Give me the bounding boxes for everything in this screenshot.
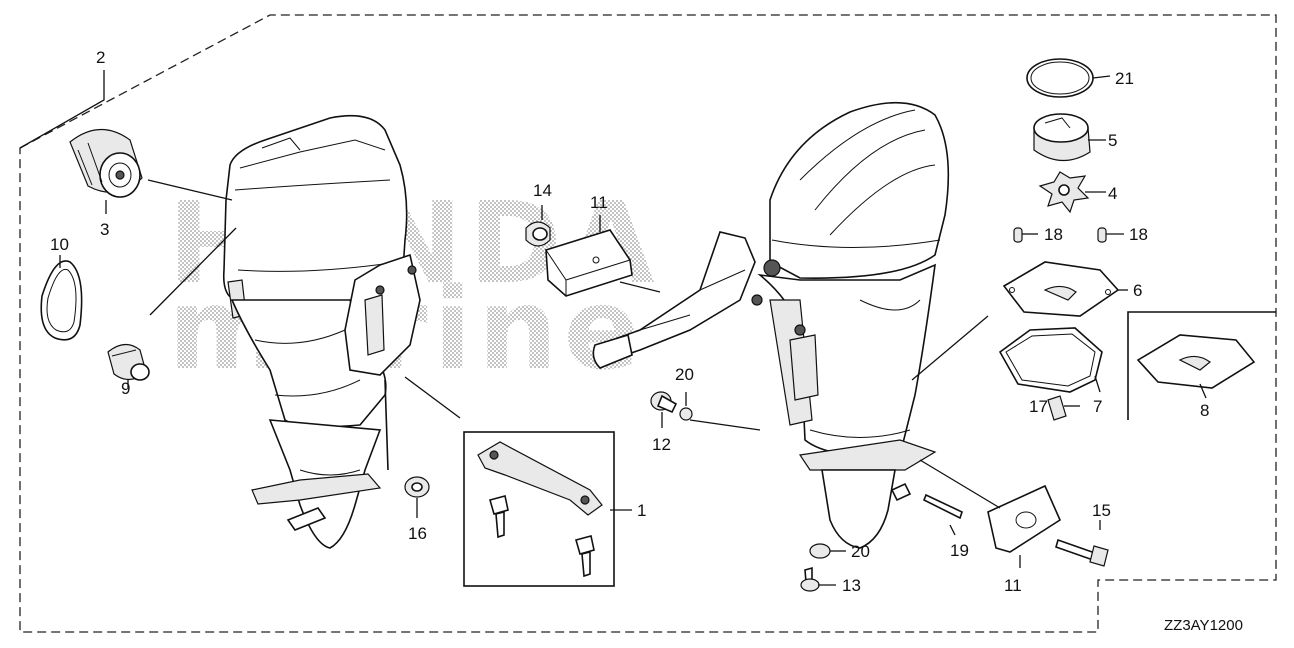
- callout-18-right: 18: [1129, 225, 1148, 244]
- bolt-15: [1055, 538, 1109, 567]
- key-18-left: [1013, 227, 1023, 243]
- callout-8: 8: [1200, 401, 1209, 420]
- callout-20-lower: 20: [851, 542, 870, 561]
- kit-bracket-8: [1127, 311, 1276, 420]
- dashed-frame: [19, 14, 1277, 633]
- bolt-12: [650, 391, 678, 414]
- gasket: [998, 327, 1103, 393]
- impeller-housing: [1033, 113, 1091, 162]
- grommet: [525, 221, 551, 247]
- callout-13: 13: [842, 576, 861, 595]
- key-18-right: [1097, 227, 1107, 243]
- impeller: [1038, 171, 1090, 214]
- leader-lines: [19, 70, 1207, 586]
- washer-20-lower: [809, 543, 831, 559]
- callout-4: 4: [1108, 184, 1117, 203]
- outboard-motor-right: [592, 101, 950, 549]
- callout-17: 17: [1029, 397, 1048, 416]
- clip-17: [1047, 395, 1067, 421]
- wear-plate: [1002, 261, 1120, 317]
- callout-18-left: 18: [1044, 225, 1063, 244]
- bracket-kit: [477, 441, 603, 578]
- callout-7: 7: [1093, 397, 1102, 416]
- cotter-pin: [922, 493, 963, 520]
- callout-10: 10: [50, 235, 69, 254]
- callout-21: 21: [1115, 69, 1134, 88]
- callout-2: 2: [96, 48, 105, 67]
- washer-16: [404, 476, 430, 498]
- divider-plate: [1136, 334, 1256, 389]
- washer-20-upper: [679, 407, 693, 421]
- callout-3: 3: [100, 220, 109, 239]
- oring-21: [1026, 58, 1094, 98]
- callout-15: 15: [1092, 501, 1111, 520]
- rubber-block-upper: [545, 229, 633, 297]
- callout-14: 14: [533, 181, 552, 200]
- rubber-block-lower: [987, 484, 1062, 553]
- bracket-kit-box: [463, 431, 615, 587]
- callout-1: 1: [637, 501, 646, 520]
- callout-11-lower: 11: [1004, 576, 1022, 595]
- bolt-13: [800, 566, 820, 592]
- callout-16: 16: [408, 524, 427, 543]
- callout-9: 9: [121, 379, 130, 398]
- callout-12: 12: [652, 435, 671, 454]
- callout-6: 6: [1133, 281, 1142, 300]
- callout-5: 5: [1108, 131, 1117, 150]
- oil-filter: [69, 128, 143, 198]
- outboard-motor-left: [222, 114, 421, 549]
- seal-ring: [40, 260, 83, 341]
- drain-plug: [107, 343, 150, 381]
- callout-20-upper: 20: [675, 365, 694, 384]
- callout-19: 19: [950, 541, 969, 560]
- callout-11-upper: 11: [590, 193, 608, 212]
- diagram-code: ZZ3AY1200: [1164, 617, 1243, 634]
